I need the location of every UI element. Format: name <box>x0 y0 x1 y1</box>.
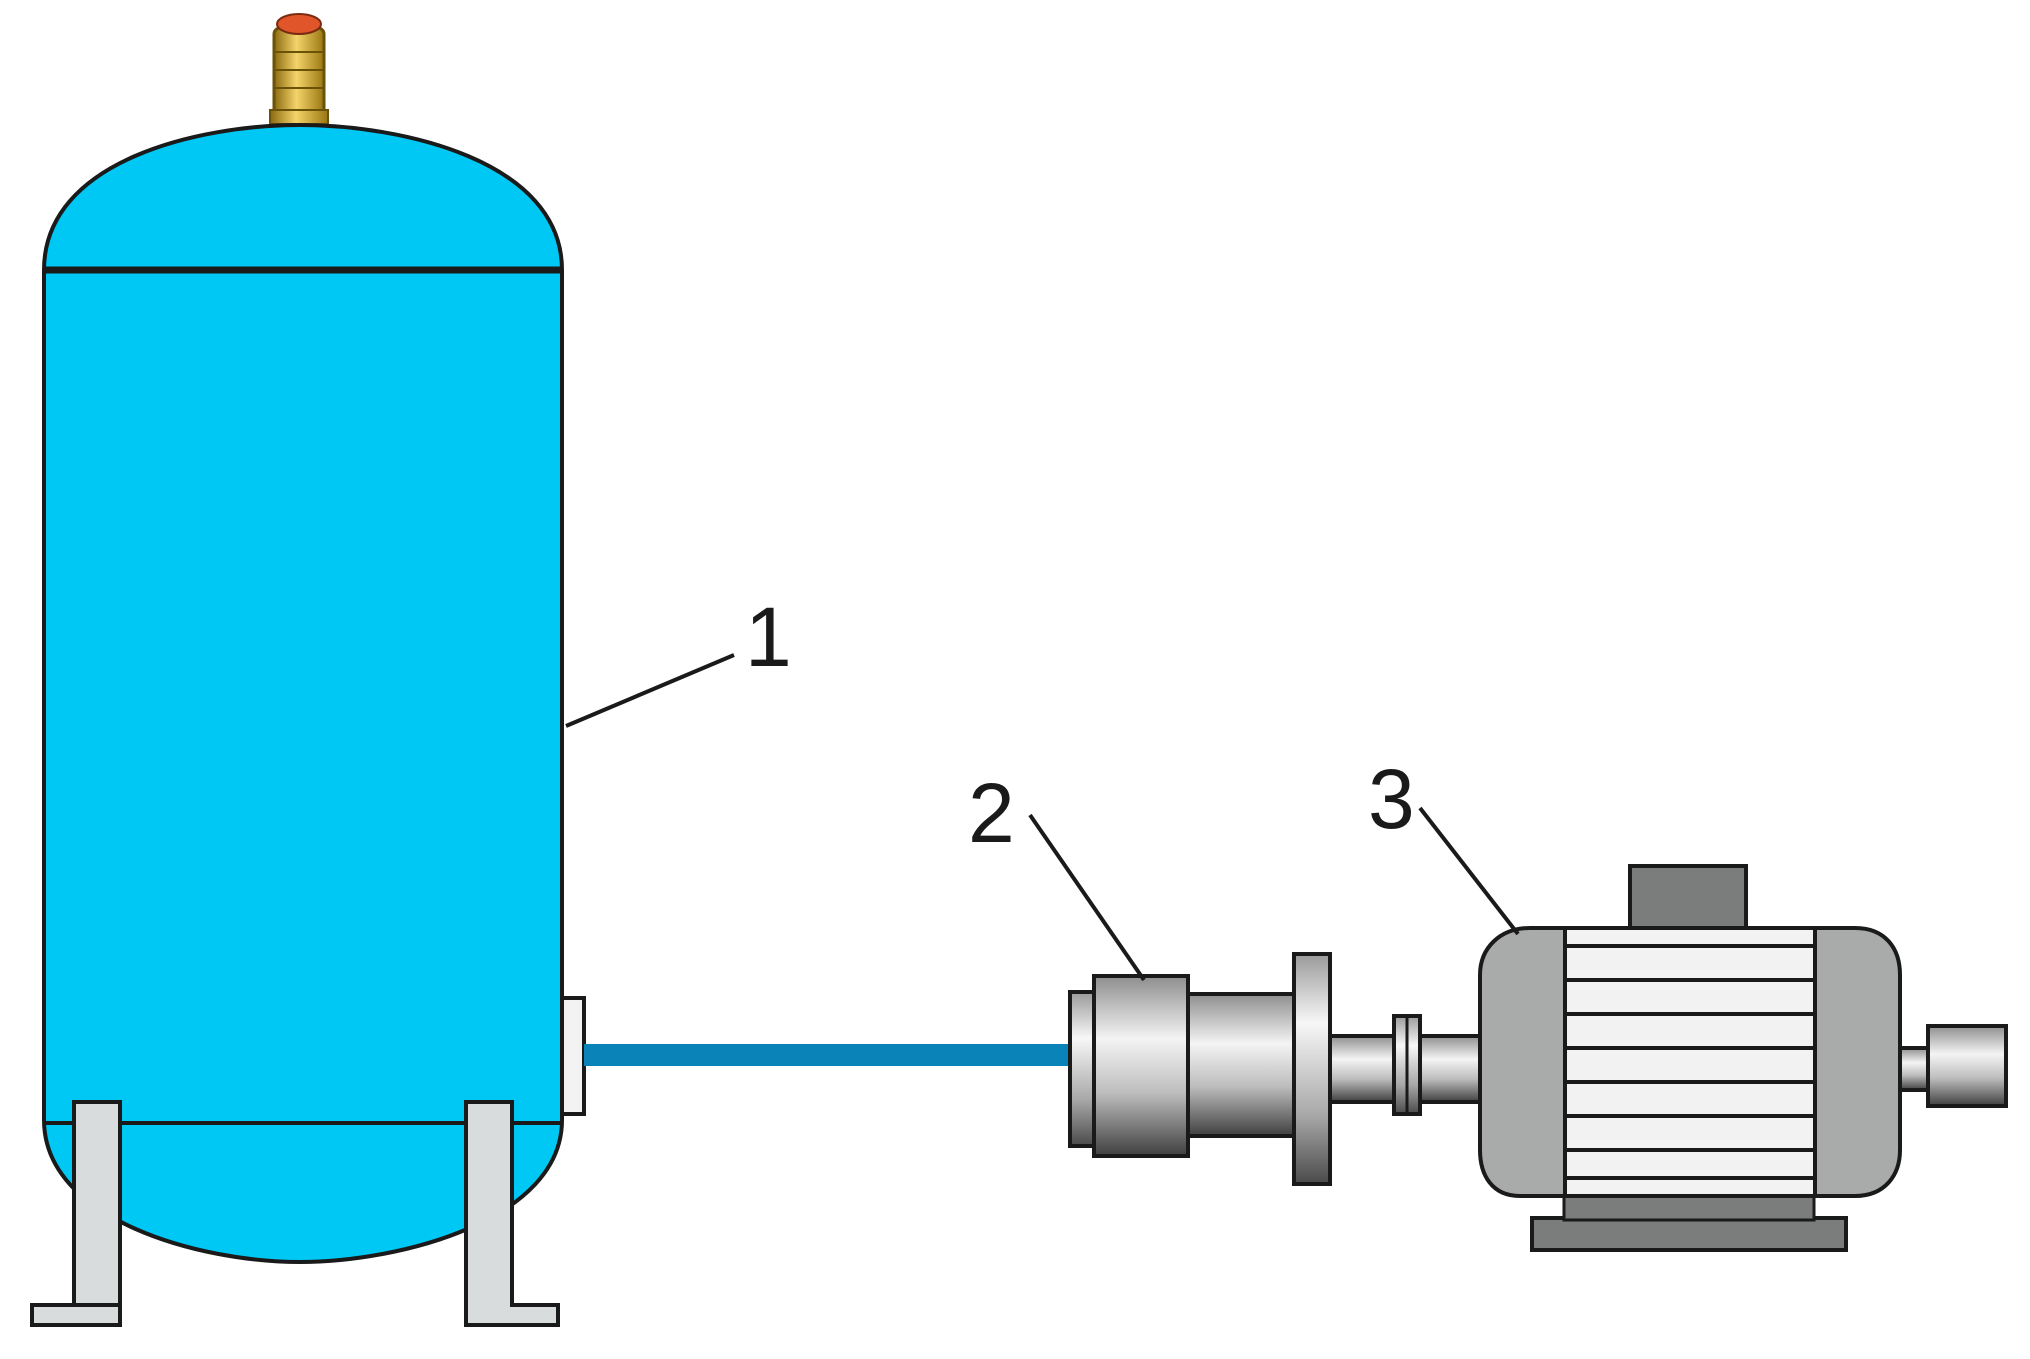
pump-body <box>1186 992 1296 1138</box>
motor-stator <box>1563 926 1817 1198</box>
motor-rear-cap <box>1926 1024 2008 1108</box>
callout-3: 3 <box>1368 752 1520 936</box>
motor-end-shield-right <box>1813 926 1902 1198</box>
motor-base <box>1530 1216 1848 1252</box>
pump-unit <box>1068 952 1484 1186</box>
safety-valve-icon <box>269 13 329 125</box>
callout-2: 2 <box>968 766 1146 982</box>
tank-body <box>42 122 564 1265</box>
vessel-tank <box>30 13 586 1327</box>
callout-2-label: 2 <box>968 766 1015 860</box>
callout-1-leader <box>565 653 735 728</box>
motor-rear-shaft <box>1898 1046 1930 1092</box>
callout-3-leader <box>1418 806 1520 936</box>
pump-flange <box>1292 952 1332 1186</box>
motor-terminal-box <box>1628 864 1748 930</box>
support-leg-left-foot <box>30 1303 122 1327</box>
support-leg-right <box>464 1100 560 1327</box>
tank-outlet-flange <box>560 996 586 1116</box>
motor-cooling-fins <box>1565 944 1815 1180</box>
callout-3-label: 3 <box>1368 752 1415 846</box>
pump-head <box>1092 974 1190 1158</box>
callout-1: 1 <box>565 590 792 728</box>
pump-inlet-ring <box>1068 990 1096 1148</box>
callout-1-label: 1 <box>745 590 792 684</box>
electric-motor <box>1478 864 2008 1252</box>
motor-base-riser <box>1562 1194 1816 1222</box>
callout-2-leader <box>1028 813 1146 982</box>
motor-end-shield-left <box>1478 926 1567 1198</box>
connecting-pipe <box>584 1044 1070 1066</box>
